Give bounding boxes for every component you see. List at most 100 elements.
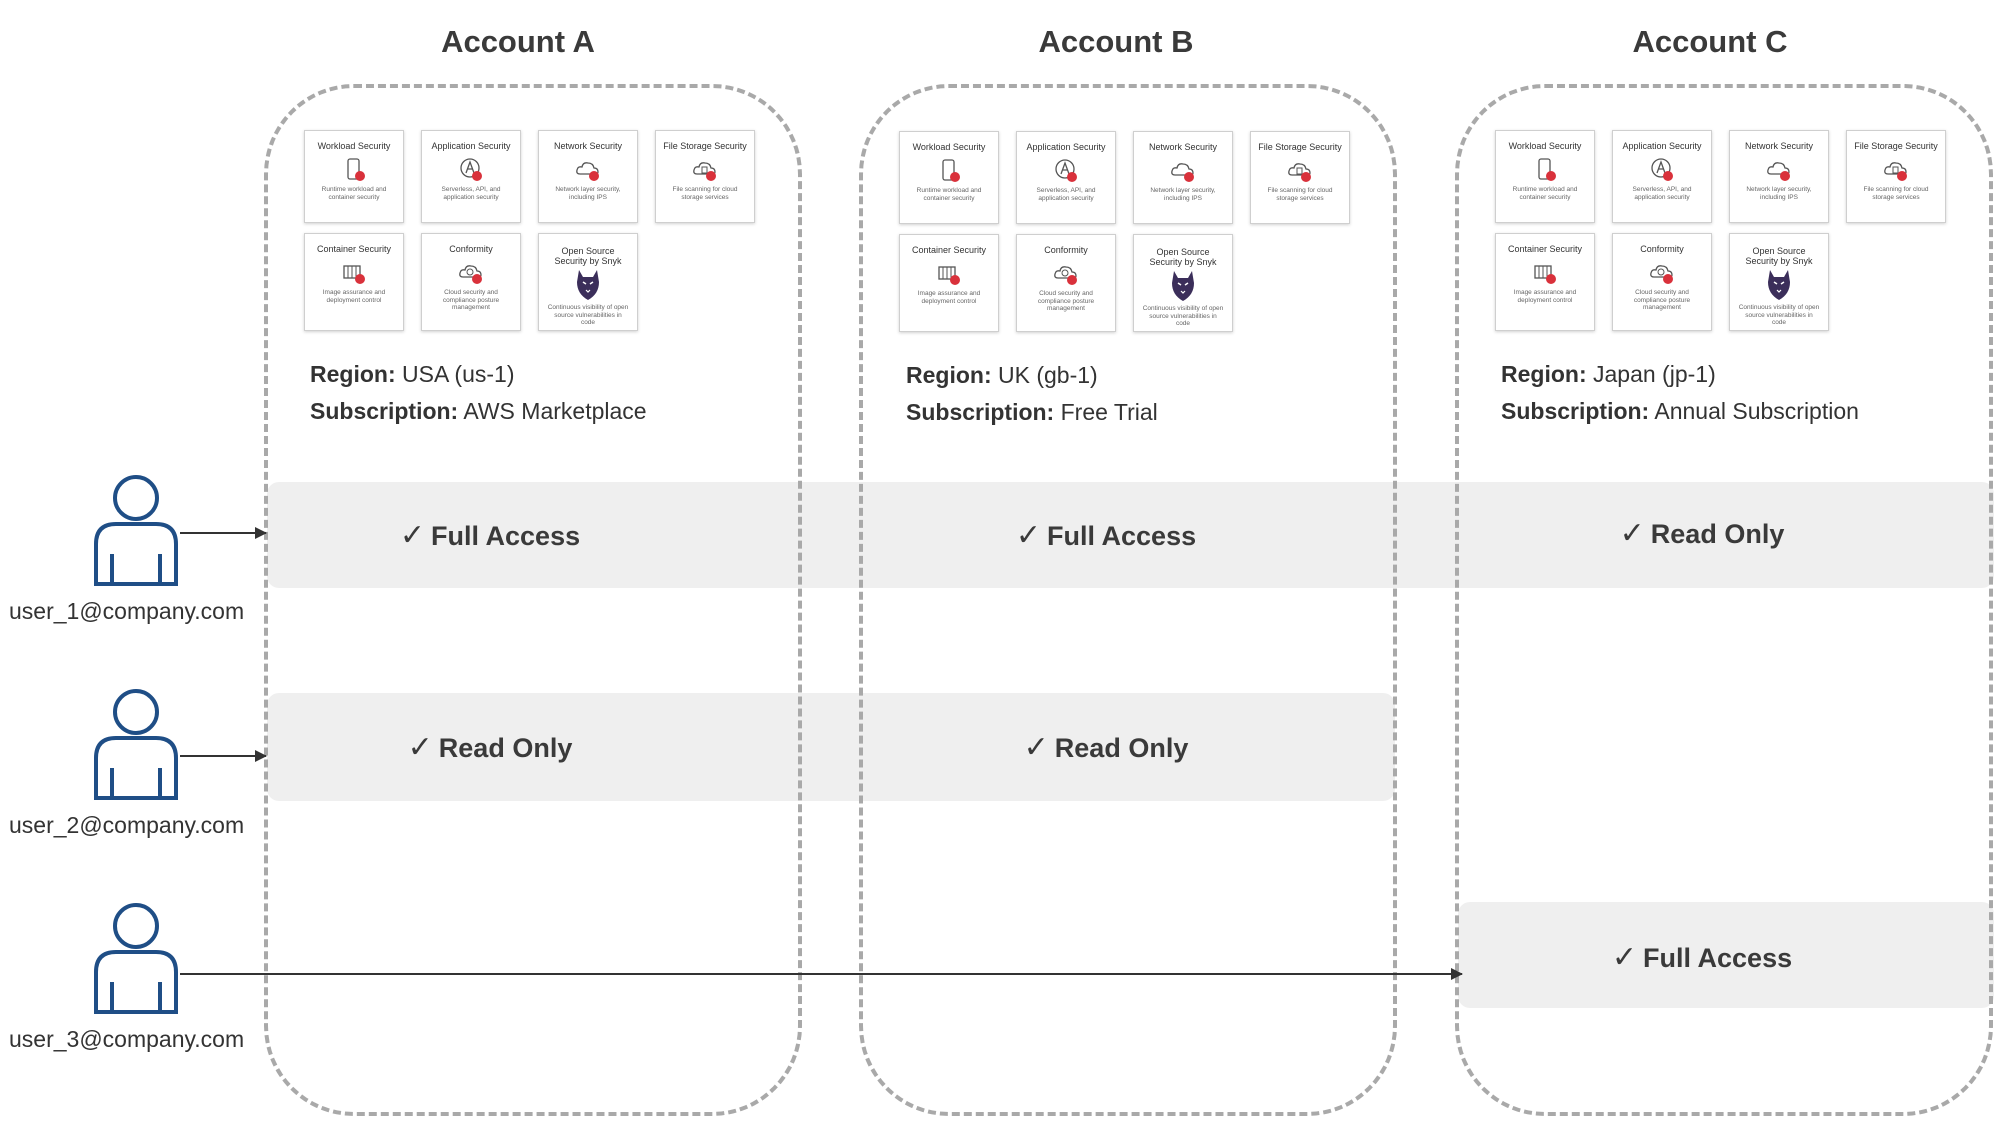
conformity-cloud-icon <box>1649 260 1675 286</box>
access-level: Full Access <box>1643 943 1793 973</box>
service-description: Cloud security and compliance posture ma… <box>1037 290 1095 312</box>
container-shield-icon <box>936 261 962 287</box>
snyk-dog-icon <box>1170 269 1196 303</box>
user-3-account-c-access: ✓Full Access <box>1612 940 1792 975</box>
service-title: File Storage Security <box>1854 141 1938 151</box>
service-description: Serverless, API, and application securit… <box>441 186 501 201</box>
network-cloud-icon <box>1766 157 1792 183</box>
account-c-title: Account C <box>1632 24 1788 59</box>
access-band-user-2 <box>267 693 1395 801</box>
service-title: Open Source Security by Snyk <box>1745 246 1813 266</box>
file-cloud-icon <box>1883 157 1909 183</box>
subscription-label: Subscription: <box>310 398 459 424</box>
mobile-shield-icon <box>936 158 962 184</box>
account-a-container <box>264 84 802 1116</box>
service-description: Continuous visibility of open source vul… <box>1142 305 1224 327</box>
service-description: Network layer security, including IPS <box>555 186 621 201</box>
service-description: Runtime workload and container security <box>321 186 387 201</box>
container-shield-icon <box>1532 260 1558 286</box>
access-level: Read Only <box>438 733 573 763</box>
service-title: Container Security <box>316 244 392 254</box>
service-title: Open Source Security by Snyk <box>1149 247 1217 267</box>
region-value: Japan (jp-1) <box>1593 361 1716 387</box>
account-c-info: Region: Japan (jp-1) Subscription: Annua… <box>1501 356 1859 430</box>
service-title: File Storage Security <box>1258 142 1342 152</box>
service-title: Application Security <box>1026 142 1106 152</box>
service-title: Application Security <box>431 141 511 151</box>
user-3-icon <box>94 903 178 1014</box>
account-c-container <box>1455 84 1993 1116</box>
service-title: Application Security <box>1622 141 1702 151</box>
conformity-cloud-icon <box>458 260 484 286</box>
service-description: Serverless, API, and application securit… <box>1632 186 1692 201</box>
service-title: Network Security <box>553 141 623 151</box>
network-cloud-icon <box>575 157 601 183</box>
app-shield-icon <box>458 157 484 183</box>
account-a-info: Region: USA (us-1) Subscription: AWS Mar… <box>310 356 647 430</box>
service-description: Continuous visibility of open source vul… <box>1738 304 1820 326</box>
service-description: Network layer security, including IPS <box>1150 187 1216 202</box>
service-title: Workload Security <box>317 141 391 151</box>
check-icon: ✓ <box>399 519 426 552</box>
access-band-user-3 <box>1458 902 1994 1008</box>
conformity-cloud-icon <box>1053 261 1079 287</box>
service-title: Conformity <box>449 244 493 254</box>
user-1-icon <box>94 475 178 586</box>
service-description: Cloud security and compliance posture ma… <box>1633 289 1691 311</box>
service-description: File scanning for cloud storage services <box>672 186 738 201</box>
snyk-dog-icon <box>1766 268 1792 302</box>
service-title: Open Source Security by Snyk <box>554 246 622 266</box>
user-2-email: user_2@company.com <box>9 812 245 838</box>
access-level: Read Only <box>1054 733 1189 763</box>
region-label: Region: <box>1501 361 1587 387</box>
user-1-email: user_1@company.com <box>9 598 245 624</box>
account-b-info: Region: UK (gb-1) Subscription: Free Tri… <box>906 357 1158 431</box>
service-description: Image assurance and deployment control <box>1513 289 1577 304</box>
snyk-dog-icon <box>575 268 601 302</box>
service-title: Network Security <box>1744 141 1814 151</box>
file-cloud-icon <box>1287 158 1313 184</box>
network-cloud-icon <box>1170 158 1196 184</box>
account-b-title: Account B <box>1038 24 1194 59</box>
account-a-title: Account A <box>441 24 595 59</box>
user-2-icon <box>94 689 178 800</box>
subscription-value: Annual Subscription <box>1654 398 1859 424</box>
service-title: Container Security <box>911 245 987 255</box>
service-title: Container Security <box>1507 244 1583 254</box>
service-description: Network layer security, including IPS <box>1746 186 1812 201</box>
subscription-label: Subscription: <box>906 399 1055 425</box>
access-band-user-1 <box>267 482 1994 588</box>
service-description: Image assurance and deployment control <box>322 289 386 304</box>
service-description: Runtime workload and container security <box>916 187 982 202</box>
user-1-account-c-access: ✓Read Only <box>1620 516 1785 551</box>
service-title: Workload Security <box>912 142 986 152</box>
region-label: Region: <box>906 362 992 388</box>
service-description: Cloud security and compliance posture ma… <box>442 289 500 311</box>
access-level: Read Only <box>1650 519 1785 549</box>
check-icon: ✓ <box>1611 941 1638 974</box>
service-description: Image assurance and deployment control <box>917 290 981 305</box>
account-b-container <box>859 84 1397 1116</box>
subscription-value: AWS Marketplace <box>463 398 647 424</box>
subscription-value: Free Trial <box>1060 399 1158 425</box>
service-description: File scanning for cloud storage services <box>1863 186 1929 201</box>
check-icon: ✓ <box>1023 731 1049 764</box>
region-value: USA (us-1) <box>402 361 515 387</box>
check-icon: ✓ <box>1619 517 1645 550</box>
subscription-label: Subscription: <box>1501 398 1650 424</box>
